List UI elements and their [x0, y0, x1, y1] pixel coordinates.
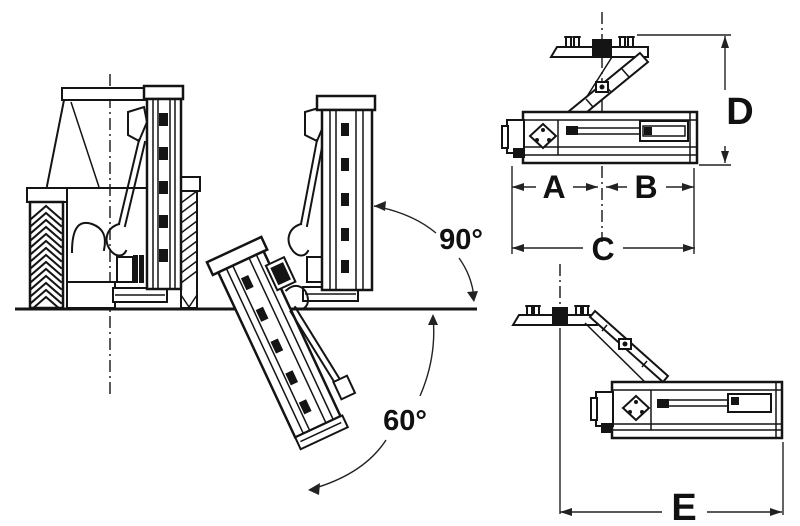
gearbox-diamond — [528, 122, 558, 150]
mower-deck-raised-90deg — [287, 94, 377, 302]
gearbox-diamond — [621, 394, 651, 422]
angle-arc-60 — [308, 314, 438, 495]
tractor-rear-view — [26, 74, 176, 398]
dimensions-lower: E — [559, 328, 784, 526]
hitch-pin — [592, 39, 612, 57]
body-lower-box — [66, 281, 116, 309]
dimension-label-b: B — [634, 169, 657, 205]
dimension-label-c: C — [591, 231, 614, 267]
gearbox — [116, 256, 134, 283]
dimension-label-a: A — [542, 169, 565, 205]
hatching — [180, 190, 198, 309]
angle-arc-90 — [373, 201, 478, 302]
lift-cylinder — [117, 138, 141, 226]
fender — [26, 187, 68, 203]
side-plate — [595, 391, 614, 427]
mower-deck-tilted-60deg — [205, 235, 357, 451]
cab-window-edge — [70, 101, 100, 188]
mower-side-view-lower — [511, 264, 784, 440]
dimension-label-e: E — [671, 487, 696, 526]
top-link-bracket — [127, 105, 149, 143]
angle-label-60: 60° — [383, 405, 427, 437]
dimension-label-d: D — [726, 91, 753, 133]
cylinder-hook — [287, 222, 310, 257]
skid — [601, 423, 613, 433]
skid — [513, 148, 525, 158]
hydraulic-hose — [70, 221, 106, 254]
lift-cylinder-rod — [123, 140, 147, 228]
mower-side-view-upper — [501, 12, 699, 242]
cylinder-hook — [105, 222, 128, 257]
angle-label-90: 90° — [439, 224, 483, 256]
tyre-tread-chevrons — [31, 204, 62, 307]
mower-deck-mounted-90deg — [142, 84, 185, 291]
dimensions-upper: A B C D — [511, 34, 754, 267]
cylinder-hook — [284, 285, 309, 311]
hitch-pin — [552, 307, 568, 325]
link-rod — [584, 322, 653, 390]
cab-pillar — [45, 98, 66, 188]
